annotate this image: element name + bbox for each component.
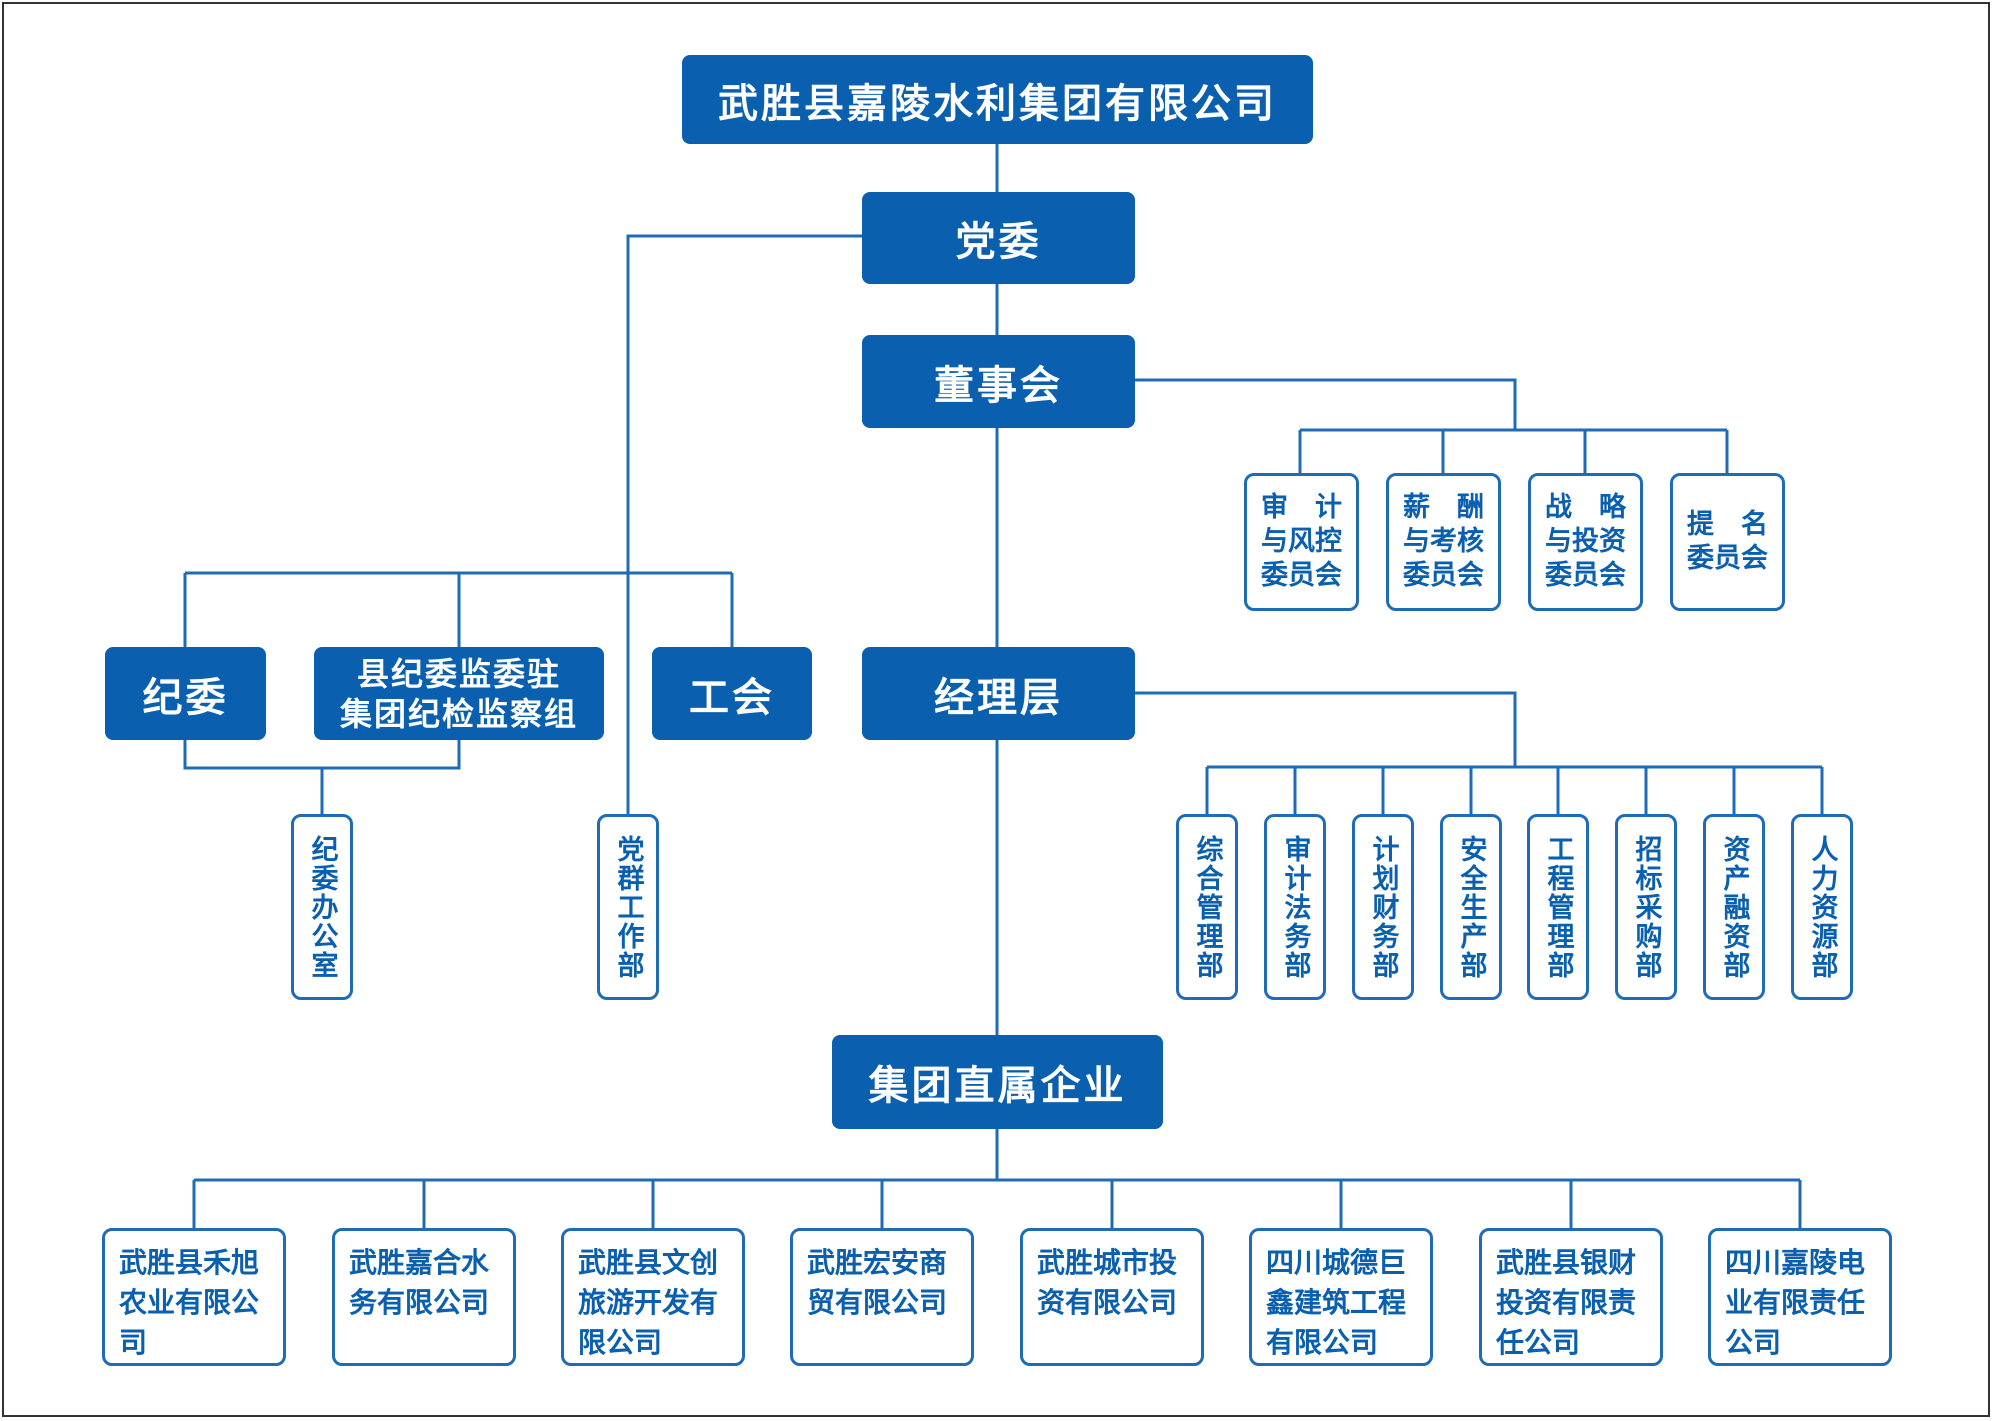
subsidiary-urban-investment: 武胜城市投资有限公司	[1020, 1228, 1204, 1366]
party-committee-box: 党委	[862, 192, 1135, 284]
dept-planning-finance: 计划财务部	[1352, 814, 1414, 1000]
dept-procurement: 招标采购部	[1615, 814, 1677, 1000]
company-box: 武胜县嘉陵水利集团有限公司	[682, 55, 1313, 144]
subsidiary-jialing-power: 四川嘉陵电业有限责任公司	[1708, 1228, 1892, 1366]
committee-strategy: 战 略 与投资 委员会	[1528, 473, 1643, 611]
subsidiary-jiahe-water: 武胜嘉合水务有限公司	[332, 1228, 516, 1366]
discipline-office-box: 纪委办公室	[291, 814, 353, 1000]
subsidiary-culture-tourism: 武胜县文创旅游开发有限公司	[561, 1228, 745, 1366]
subsidiary-chengde-construction: 四川城德巨鑫建筑工程有限公司	[1249, 1228, 1433, 1366]
discipline-commission-box: 纪委	[105, 647, 266, 740]
board-box: 董事会	[862, 335, 1135, 428]
committee-nomination: 提 名 委员会	[1670, 473, 1785, 611]
subsidiary-hongan-trade: 武胜宏安商贸有限公司	[790, 1228, 974, 1366]
dept-human-resources: 人力资源部	[1791, 814, 1853, 1000]
subsidiaries-title-box: 集团直属企业	[832, 1035, 1163, 1129]
management-box: 经理层	[862, 647, 1135, 740]
dept-general-management: 综合管理部	[1176, 814, 1238, 1000]
dept-safety-production: 安全生产部	[1440, 814, 1502, 1000]
subsidiary-yincai-investment: 武胜县银财投资有限责任公司	[1479, 1228, 1663, 1366]
party-mass-dept-box: 党群工作部	[597, 814, 659, 1000]
committee-audit-risk: 审 计 与风控 委员会	[1244, 473, 1359, 611]
dept-asset-financing: 资产融资部	[1703, 814, 1765, 1000]
dept-engineering: 工程管理部	[1527, 814, 1589, 1000]
supervision-group-box: 县纪委监委驻 集团纪检监察组	[314, 647, 604, 740]
union-box: 工会	[652, 647, 812, 740]
committee-compensation: 薪 酬 与考核 委员会	[1386, 473, 1501, 611]
dept-audit-legal: 审计法务部	[1264, 814, 1326, 1000]
subsidiary-hexu-agriculture: 武胜县禾旭农业有限公司	[102, 1228, 286, 1366]
